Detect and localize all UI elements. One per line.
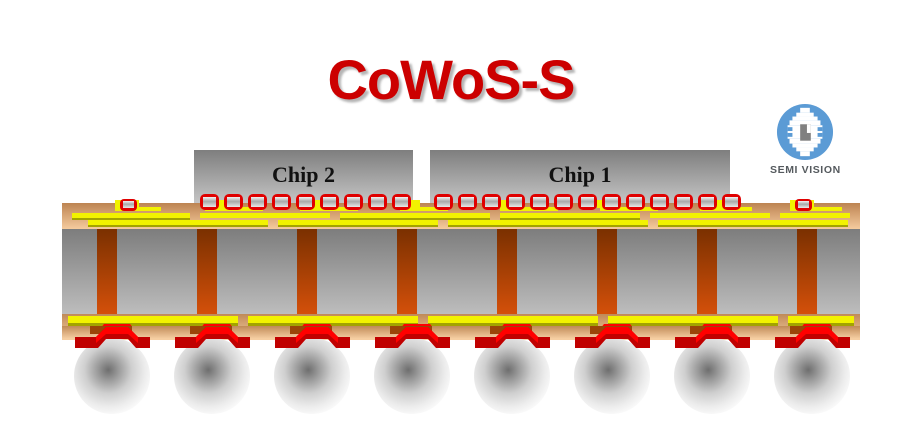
tsv[interactable] [597,229,617,314]
semiconductor-chip-icon [776,103,834,161]
front-side-rdl-group [72,207,850,225]
brand-logo: SEMI VISION [770,103,840,176]
microbump-group-chip-2 [200,194,411,210]
tsv[interactable] [97,229,117,314]
c4-solder-ball[interactable] [174,338,250,414]
back-side-rdl-shadow [68,323,854,326]
microbump-group-chip-1 [434,194,741,210]
tsv[interactable] [197,229,217,314]
chip-label-chip-2: Chip 2 [272,162,335,187]
tsv[interactable] [697,229,717,314]
tsv[interactable] [297,229,317,314]
front-side-rdl-shadow [72,218,848,227]
silicon-interposer[interactable] [62,229,860,314]
microbump-group-exposed [120,199,812,211]
c4-solder-ball[interactable] [474,338,550,414]
tsv[interactable] [397,229,417,314]
page-title: CoWoS-S [327,48,575,111]
c4-solder-ball[interactable] [274,338,350,414]
c4-solder-ball[interactable] [774,338,850,414]
tsv[interactable] [497,229,517,314]
tsv-group [97,229,817,314]
c4-solder-ball[interactable] [374,338,450,414]
tsv[interactable] [797,229,817,314]
c4-solder-ball[interactable] [74,338,150,414]
c4-solder-ball-group [74,338,850,414]
ubm-overlay-group [62,326,860,348]
brand-name: SEMI VISION [770,164,841,176]
back-side-rdl-group [68,316,854,323]
c4-solder-ball[interactable] [674,338,750,414]
chip-label-chip-1: Chip 1 [548,162,612,187]
c4-solder-ball[interactable] [574,338,650,414]
